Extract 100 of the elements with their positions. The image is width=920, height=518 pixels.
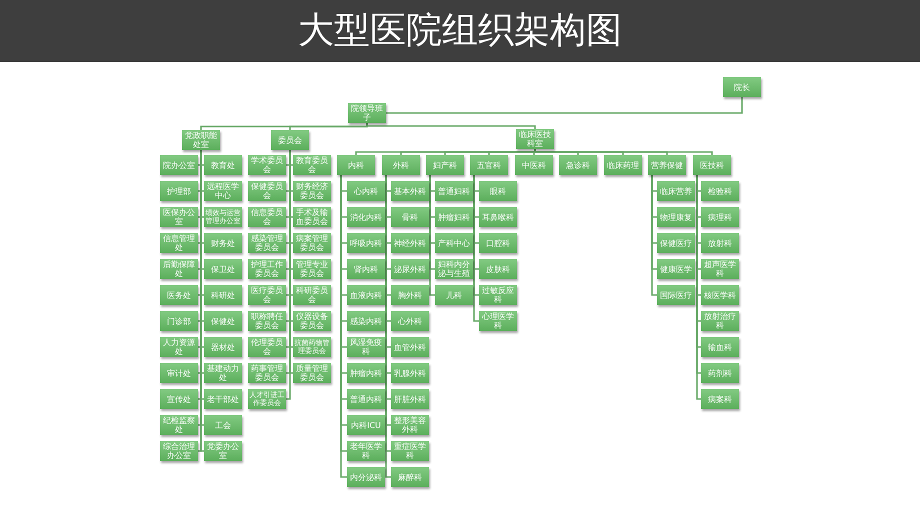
org-unit-box: 科研委员会 — [293, 285, 331, 305]
org-unit-box: 检验科 — [701, 181, 739, 201]
org-unit-box: 院领导班子 — [348, 103, 386, 123]
org-unit-box: 教育委员会 — [293, 155, 331, 175]
org-unit-box: 器材处 — [204, 337, 242, 357]
org-unit-box: 泌尿外科 — [391, 259, 429, 279]
org-unit-box: 心内科 — [347, 181, 385, 201]
org-unit-box: 医技科 — [693, 155, 731, 175]
org-unit-box: 营养保健 — [648, 155, 686, 175]
org-unit-box: 工会 — [204, 415, 242, 435]
org-unit-box: 肾内科 — [347, 259, 385, 279]
org-unit-box: 物理康复 — [657, 207, 695, 227]
org-unit-box: 党政职能处室 — [182, 130, 220, 150]
org-unit-box: 基建动力处 — [204, 363, 242, 383]
org-unit-box: 宣传处 — [160, 389, 198, 409]
org-unit-box: 放射科 — [701, 233, 739, 253]
org-unit-box: 普通内科 — [347, 389, 385, 409]
org-unit-box: 财务经济委员会 — [293, 181, 331, 201]
org-unit-box: 肿瘤内科 — [347, 363, 385, 383]
connector-line — [651, 175, 657, 296]
org-unit-box: 消化内科 — [347, 207, 385, 227]
org-unit-box: 心外科 — [391, 311, 429, 331]
org-unit-box: 神经外科 — [391, 233, 429, 253]
org-unit-box: 医保办公室 — [160, 207, 198, 227]
title: 大型医院组织架构图 — [298, 9, 622, 53]
org-unit-box: 保健处 — [204, 311, 242, 331]
org-unit-box: 老年医学科 — [347, 441, 385, 461]
org-unit-box: 管理专业委员会 — [293, 259, 331, 279]
org-unit-box: 院长 — [723, 77, 761, 97]
connector-line — [200, 150, 204, 452]
org-unit-box: 皮肤科 — [479, 259, 517, 279]
connector-line — [534, 149, 713, 155]
org-unit-box: 口腔科 — [479, 233, 517, 253]
org-unit-box: 输血科 — [701, 337, 739, 357]
org-unit-box: 信息委员会 — [248, 207, 286, 227]
org-unit-box: 感染内科 — [347, 311, 385, 331]
org-unit-box: 医疗委员会 — [248, 285, 286, 305]
org-unit-box: 超声医学科 — [701, 259, 739, 279]
org-unit-box: 呼吸内科 — [347, 233, 385, 253]
org-unit-box: 国际医疗 — [657, 285, 695, 305]
org-unit-box: 外科 — [382, 155, 420, 175]
org-unit-box: 肝脏外科 — [391, 389, 429, 409]
org-unit-box: 财务处 — [204, 233, 242, 253]
org-unit-box: 伦理委员会 — [248, 337, 286, 357]
org-unit-box: 保卫处 — [204, 259, 242, 279]
org-unit-box: 药剂科 — [701, 363, 739, 383]
org-unit-box: 产科中心 — [435, 233, 473, 253]
org-unit-box: 感染管理委员会 — [248, 233, 286, 253]
connector-line — [289, 123, 368, 130]
org-unit-box: 血液内科 — [347, 285, 385, 305]
org-unit-box: 医务处 — [160, 285, 198, 305]
org-unit-box: 健康医学 — [657, 259, 695, 279]
org-unit-box: 耳鼻喉科 — [479, 207, 517, 227]
org-unit-box: 内科 — [337, 155, 375, 175]
org-unit-box: 老干部处 — [204, 389, 242, 409]
org-unit-box: 内科ICU — [347, 415, 385, 435]
org-unit-box: 职称聘任委员会 — [248, 311, 286, 331]
org-unit-box: 门诊部 — [160, 311, 198, 331]
org-unit-box: 临床营养 — [657, 181, 695, 201]
org-unit-box: 普通妇科 — [435, 181, 473, 201]
org-unit-box: 骨科 — [391, 207, 429, 227]
org-unit-box: 院办公室 — [160, 155, 198, 175]
org-unit-box: 病案管理委员会 — [293, 233, 331, 253]
org-unit-box: 乳腺外科 — [391, 363, 429, 383]
org-unit-box: 人力资源处 — [160, 337, 198, 357]
org-unit-box: 胸外科 — [391, 285, 429, 305]
org-unit-box: 手术及输血委员会 — [293, 207, 331, 227]
org-unit-box: 放射治疗科 — [701, 311, 739, 331]
org-unit-box: 远程医学中心 — [204, 181, 242, 201]
org-unit-box: 整形美容外科 — [391, 415, 429, 435]
org-unit-box: 五官科 — [470, 155, 508, 175]
org-unit-box: 委员会 — [271, 130, 309, 150]
org-unit-box: 纪检监察处 — [160, 415, 198, 435]
org-unit-box: 药事管理委员会 — [248, 363, 286, 383]
connector-line — [366, 123, 536, 129]
org-unit-box: 眼科 — [479, 181, 517, 201]
org-unit-box: 后勤保障处 — [160, 259, 198, 279]
org-unit-box: 仪器设备委员会 — [293, 311, 331, 331]
org-unit-box: 急诊科 — [559, 155, 597, 175]
connector-line — [386, 97, 743, 114]
org-unit-box: 心理医学科 — [479, 311, 517, 331]
org-unit-box: 审计处 — [160, 363, 198, 383]
org-unit-box: 学术委员会 — [248, 155, 286, 175]
org-unit-box: 妇产科 — [426, 155, 464, 175]
org-unit-box: 麻醉科 — [391, 467, 429, 487]
org-unit-box: 信息管理处 — [160, 233, 198, 253]
org-unit-box: 保健委员会 — [248, 181, 286, 201]
org-unit-box: 血管外科 — [391, 337, 429, 357]
org-unit-box: 过敏反应科 — [479, 285, 517, 305]
org-unit-box: 中医科 — [515, 155, 553, 175]
org-unit-box: 肿瘤妇科 — [435, 207, 473, 227]
connector-line — [488, 149, 536, 155]
org-unit-box: 质量管理委员会 — [293, 363, 331, 383]
org-unit-box: 病理科 — [701, 207, 739, 227]
org-unit-box: 病案科 — [701, 389, 739, 409]
org-unit-box: 妇科内分泌与生殖 — [435, 259, 473, 279]
org-unit-box: 重症医学科 — [391, 441, 429, 461]
org-unit-box: 党委办公室 — [204, 441, 242, 461]
org-unit-box: 临床药理 — [604, 155, 642, 175]
org-unit-box: 核医学科 — [701, 285, 739, 305]
